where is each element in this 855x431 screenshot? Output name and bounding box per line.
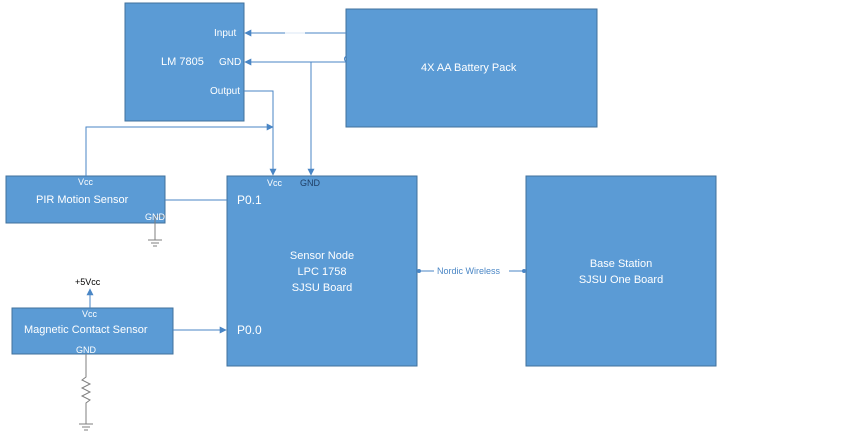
nordic-wireless-label: Nordic Wireless	[437, 266, 501, 276]
magnetic-vcc-label: Vcc	[82, 309, 98, 319]
lm7805-box	[124, 2, 245, 122]
link-endpoint-right	[522, 269, 526, 273]
regulator-input-label: Input	[214, 28, 237, 39]
node-vcc-label: Vcc	[267, 178, 283, 188]
base-station-title: Base Station	[589, 258, 653, 270]
pir-name: PIR Motion Sensor	[36, 194, 129, 206]
battery-box	[345, 8, 598, 128]
sensor-node-box	[226, 175, 418, 367]
node-gnd-label: GND	[300, 178, 320, 188]
battery-label: 4X AA Battery Pack	[421, 62, 517, 74]
pir-gnd-label: GND	[145, 212, 165, 222]
node-title: Sensor Node	[289, 250, 355, 262]
pir-vcc-wire	[85, 123, 274, 177]
resistor-ground-symbol	[79, 354, 93, 431]
output-to-node-vcc-wire	[244, 90, 277, 176]
gnd-to-node-wire	[307, 61, 346, 176]
node-pin-p00: P0.0	[237, 323, 262, 337]
link-endpoint-left	[417, 269, 421, 273]
regulator-gnd-label: GND	[219, 57, 242, 68]
pir-ground-symbol	[148, 215, 165, 247]
regulator-output-label: Output	[210, 86, 241, 97]
node-chip: LPC 1758	[297, 266, 347, 278]
magnetic-gnd-label: GND	[76, 345, 96, 355]
node-pin-p01: P0.1	[237, 193, 262, 207]
base-station-board: SJSU One Board	[578, 274, 664, 286]
magnetic-box	[11, 307, 174, 355]
regulator-name: LM 7805	[161, 56, 204, 68]
magnetic-name: Magnetic Contact Sensor	[24, 324, 148, 336]
pir-vcc-label: Vcc	[78, 177, 94, 187]
node-board: SJSU Board	[291, 282, 353, 294]
supply-5vcc-label: +5Vcc	[75, 277, 101, 287]
base-station-box	[525, 175, 717, 367]
